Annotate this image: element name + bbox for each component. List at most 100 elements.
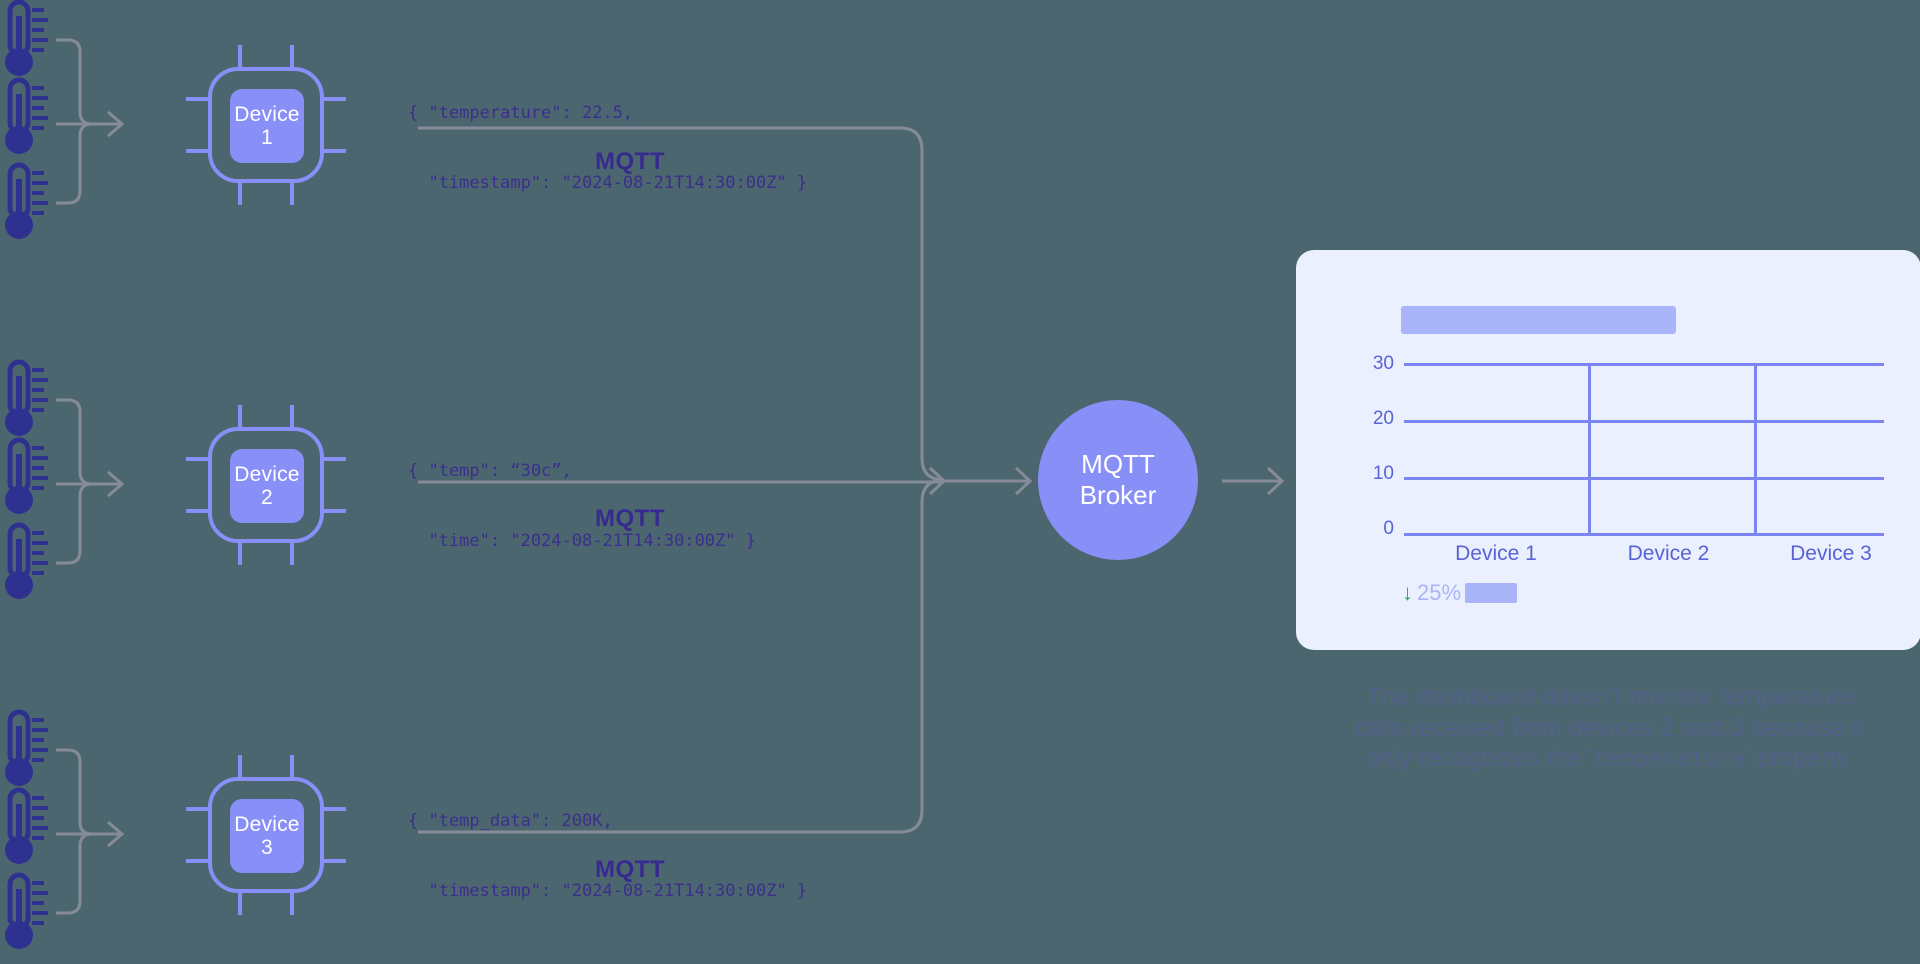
chip-pin bbox=[186, 97, 210, 101]
protocol-label-device-2: MQTT bbox=[595, 505, 665, 532]
chip-pin bbox=[322, 807, 346, 811]
caption-line-3: only recognizes the 'temperature' proper… bbox=[1300, 743, 1920, 774]
axis-line-0 bbox=[1404, 533, 1884, 536]
x-axis-label-device-3: Device 3 bbox=[1790, 542, 1872, 565]
sensor-bracket bbox=[56, 122, 93, 205]
caption-line-3-prefix: only recognizes the ' bbox=[1366, 744, 1594, 772]
chip-body bbox=[208, 67, 324, 183]
chip-pin bbox=[238, 405, 242, 429]
caption-line-1: The dashboard doesn’t monitor temperatur… bbox=[1366, 683, 1854, 711]
payload-device-3: { "temp_data": 200K, "timestamp": "2024-… bbox=[408, 763, 807, 951]
y-axis-tick: 10 bbox=[1372, 463, 1394, 484]
broker-label-line1: MQTT bbox=[1081, 449, 1155, 480]
caption-line-2: data received from devices 2 and 3 becau… bbox=[1354, 713, 1866, 742]
chip-pin bbox=[238, 45, 242, 69]
grid-line-30 bbox=[1404, 363, 1884, 366]
chip-label-line1: Device bbox=[234, 812, 300, 836]
y-axis-tick: 20 bbox=[1372, 408, 1394, 429]
caption-line-3-suffix: ' property. bbox=[1745, 744, 1854, 772]
thermometer-icon bbox=[5, 440, 48, 514]
thermometer-icon bbox=[5, 80, 48, 154]
category-divider bbox=[1754, 363, 1757, 536]
arrow-icon bbox=[1266, 466, 1285, 496]
thermometer-icon bbox=[5, 165, 48, 239]
chip-pin bbox=[238, 891, 242, 915]
chip-pin bbox=[186, 859, 210, 863]
sensor-bracket bbox=[56, 832, 93, 915]
grid-line-10 bbox=[1404, 477, 1884, 480]
chip-pin bbox=[290, 755, 294, 779]
dashboard-card[interactable]: 30 20 10 0 Device 1 Device 2 Device 3 ↓ … bbox=[1296, 250, 1920, 650]
chip-pin bbox=[290, 541, 294, 565]
chip-pin bbox=[322, 859, 346, 863]
chip-pin bbox=[186, 457, 210, 461]
chip-pin bbox=[290, 181, 294, 205]
mqtt-line-device-3 bbox=[418, 478, 945, 834]
chip-core: Device 2 bbox=[230, 449, 304, 523]
payload-device-2: { "temp": “30c”, "time": "2024-08-21T14:… bbox=[408, 413, 756, 601]
dashboard-title-placeholder bbox=[1401, 306, 1676, 334]
thermometer-icon bbox=[5, 790, 48, 864]
arrow-icon bbox=[107, 110, 125, 138]
chip-core: Device 3 bbox=[230, 799, 304, 873]
arrow-down-icon: ↓ bbox=[1402, 580, 1413, 605]
arrow-icon bbox=[107, 820, 125, 848]
chip-pin bbox=[238, 541, 242, 565]
arrow-icon bbox=[107, 470, 125, 498]
device-chip-1[interactable]: Device 1 bbox=[186, 45, 346, 205]
chip-pin bbox=[238, 755, 242, 779]
y-axis-tick: 0 bbox=[1383, 518, 1394, 539]
grid-line-20 bbox=[1404, 420, 1884, 423]
delta-placeholder-bar bbox=[1465, 583, 1518, 603]
chip-label-line1: Device bbox=[234, 102, 300, 126]
chip-label-line2: 2 bbox=[261, 486, 273, 509]
chip-body bbox=[208, 777, 324, 893]
device-chip-3[interactable]: Device 3 bbox=[186, 755, 346, 915]
sensor-bracket bbox=[56, 482, 93, 565]
chip-label-line1: Device bbox=[234, 462, 300, 486]
broker-label-line2: Broker bbox=[1079, 480, 1157, 510]
thermometer-icon bbox=[5, 2, 48, 76]
thermometer-icon bbox=[5, 875, 48, 949]
protocol-label-device-3: MQTT bbox=[595, 856, 665, 883]
chip-pin bbox=[322, 97, 346, 101]
delta-indicator: ↓ 25% bbox=[1402, 580, 1518, 606]
chip-pin bbox=[290, 45, 294, 69]
chip-pin bbox=[322, 509, 346, 513]
payload-device-1: { "temperature": 22.5, "timestamp": "202… bbox=[408, 55, 807, 243]
payload-line: "time": "2024-08-21T14:30:00Z" } bbox=[408, 531, 756, 552]
chip-pin bbox=[322, 457, 346, 461]
device-chip-2[interactable]: Device 2 bbox=[186, 405, 346, 565]
thermometer-icon bbox=[5, 712, 48, 786]
sensor-bracket bbox=[56, 748, 122, 836]
payload-line: "timestamp": "2024-08-21T14:30:00Z" } bbox=[408, 881, 808, 902]
x-axis-label-device-2: Device 2 bbox=[1627, 542, 1710, 565]
chip-label-line2: 3 bbox=[261, 836, 273, 859]
payload-line: { "temp_data": 200K, bbox=[408, 810, 613, 831]
sensor-bracket bbox=[56, 38, 122, 126]
x-axis-label-device-1: Device 1 bbox=[1455, 542, 1537, 565]
chip-pin bbox=[238, 181, 242, 205]
chip-pin bbox=[290, 891, 294, 915]
thermometer-icon bbox=[5, 362, 48, 436]
chip-pin bbox=[290, 405, 294, 429]
payload-line: { "temp": “30c”, bbox=[408, 460, 572, 481]
chip-label-line2: 1 bbox=[261, 126, 273, 149]
chip-pin bbox=[186, 807, 210, 811]
dashboard-caption: The dashboard doesn’t monitor temperatur… bbox=[1300, 682, 1920, 774]
payload-line: "timestamp": "2024-08-21T14:30:00Z" } bbox=[408, 173, 808, 194]
mqtt-line-device-1 bbox=[418, 126, 945, 482]
y-axis-tick: 30 bbox=[1372, 353, 1394, 374]
delta-percent: 25% bbox=[1417, 580, 1462, 605]
chip-body bbox=[208, 427, 324, 543]
category-divider bbox=[1588, 363, 1591, 536]
thermometer-icon bbox=[5, 525, 48, 599]
arrow-icon bbox=[1014, 466, 1033, 496]
chip-pin bbox=[322, 149, 346, 153]
sensor-bracket bbox=[56, 398, 122, 486]
chip-pin bbox=[186, 149, 210, 153]
mqtt-broker-node[interactable]: MQTT Broker bbox=[1038, 400, 1198, 560]
chip-pin bbox=[186, 509, 210, 513]
